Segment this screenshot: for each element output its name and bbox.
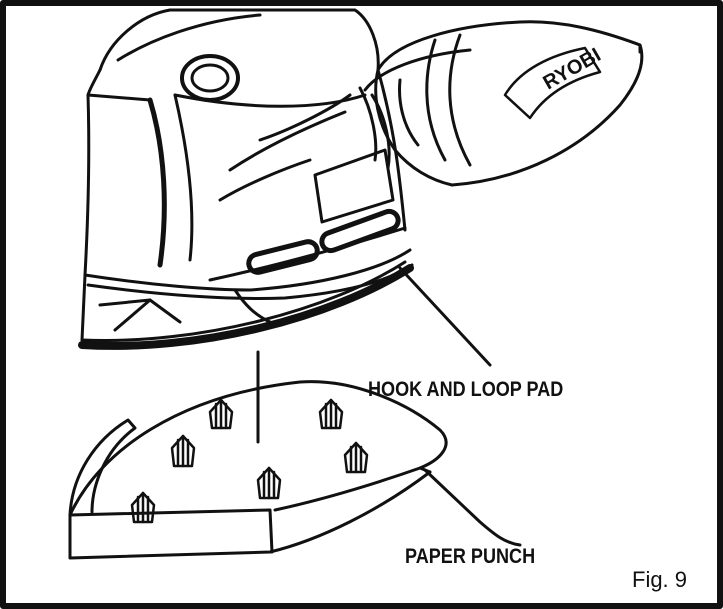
paper-punch-leader [423,468,522,547]
detail-sander-illustration: RYOBI [78,8,644,350]
hook-and-loop-pad-leader [398,266,492,367]
punch-pins [130,398,369,524]
hook-and-loop-pad-label: HOOK AND LOOP PAD [368,378,564,401]
figure-caption: Fig. 9 [632,567,688,592]
paper-punch-label: PAPER PUNCH [405,545,536,568]
